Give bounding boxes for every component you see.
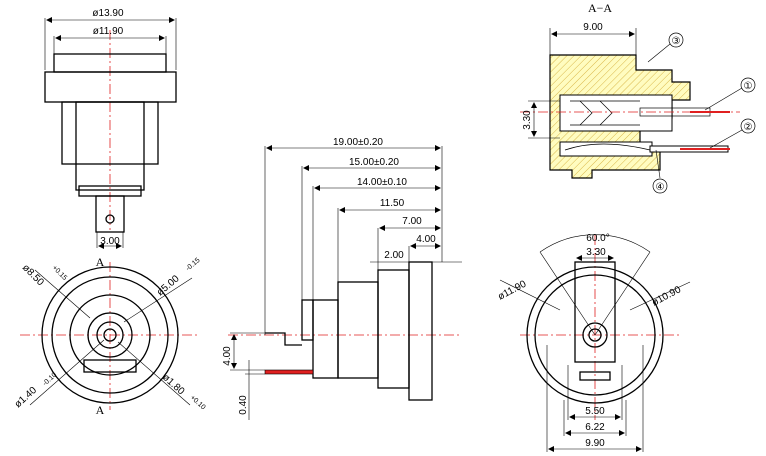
leader-11-90 [499,279,561,311]
side-view: 19.00±0.20 15.00±0.20 14.00±0.10 11.50 7… [222,137,462,420]
section-marker-top: A [96,255,105,269]
socket-cavity [559,94,673,132]
section-marker-bottom: A [96,403,105,417]
dim-label-angle: 60.0° [586,233,609,244]
callout-3: ③ [672,36,681,47]
flange [44,71,177,103]
dim-label-15: 15.00±0.20 [349,157,399,168]
callout-circle-2 [740,118,756,134]
dim-label-11-50: 11.50 [380,198,405,209]
dim-label-7: 7.00 [402,216,422,227]
tol-8-50: +0.15 [51,264,69,282]
angle-ray-left [539,251,596,336]
leader-5-00 [123,277,193,323]
latch-slot [579,371,611,381]
barrel-core [75,101,145,191]
outer-circle [526,266,664,404]
pin-core [588,328,602,342]
dim-label-3-30v: 3.30 [522,110,533,130]
dim-label-2: 2.00 [384,250,404,261]
pin-tab [95,195,125,233]
key-slot [574,261,616,363]
body-main [337,281,379,379]
body-back [312,299,339,379]
callout-4: ④ [656,182,665,193]
dim-label-3-00: 3.00 [100,236,120,247]
pin-terminal-bottom [264,369,314,375]
dim-label-10-90: ø10.90 [650,284,683,309]
inner-circle [534,274,656,396]
leader-10-90 [629,281,691,311]
contact-pin [570,100,640,126]
socket-circle [69,294,151,376]
body-rear [377,269,410,389]
dim-label-4v: 4.00 [222,346,233,366]
callout-leader-1 [704,87,743,111]
front-view-left: A A ø8.50 +0.15 ø5.00 -0.15 ø1.40 -0.10 … [13,255,207,417]
dim-label-6-22: 6.22 [585,422,605,433]
tol-1-80: +0.10 [189,394,207,411]
dim-label-5-00: ø5.00 [155,273,182,298]
callout-circle-1 [740,77,756,93]
outer-circle [41,266,179,404]
dim-label-11-90: ø11.90 [93,26,124,37]
leader-1-80 [117,341,191,406]
tol-1-40: -0.10 [42,372,59,388]
dim-label-1-40: ø1.40 [13,385,40,411]
dim-label-4h: 4.00 [416,234,436,245]
pin-circle [582,322,608,348]
latch-slot [83,359,137,373]
dim-label-1-80: ø1.80 [160,372,187,398]
front-view-right: 60.0° 3.30 ø11.90 ø10.90 5.50 6.22 9.90 [496,233,691,452]
callout-leader-2 [709,129,743,149]
flange [408,261,433,401]
pin-circle [96,321,124,349]
top-view: ø13.90 ø11.90 3.00 [44,8,177,249]
second-circle [51,276,169,394]
callout-circle-3 [668,32,684,48]
leader-1-40 [29,339,105,406]
section-title: A−A [588,1,612,15]
dim-label-9-90: 9.90 [585,438,605,449]
tol-5-00: -0.15 [185,257,202,273]
dim-label-0-4: 0.40 [238,395,249,415]
angle-arc [539,234,651,253]
pin-terminal-top [265,332,302,346]
callout-circle-4 [652,178,668,194]
dim-label-5-50: 5.50 [585,406,605,417]
dim-label-3-30: 3.30 [586,247,606,258]
callout-1: ① [744,81,753,92]
inner-circle [87,312,133,358]
angle-ray-right [594,251,651,336]
section-view: A−A 9.00 3.30 ① ② ③ ④ [520,1,756,194]
pin-hole [105,214,115,224]
dim-label-19: 19.00±0.20 [333,137,383,148]
callout-2: ② [744,122,753,133]
dim-label-9: 9.00 [583,22,603,33]
dim-label-11-90: ø11.90 [496,278,528,302]
dim-label-14: 14.00±0.10 [357,177,407,188]
dim-label-8-50: ø8.50 [20,262,46,288]
pin-block [301,299,314,341]
spring-contact [564,143,651,151]
callout-leader-4 [655,149,661,179]
pin-core [103,328,117,342]
dim-label-13-90: ø13.90 [92,8,124,19]
leader-8-50 [34,269,91,319]
callout-leader-3 [647,43,671,63]
